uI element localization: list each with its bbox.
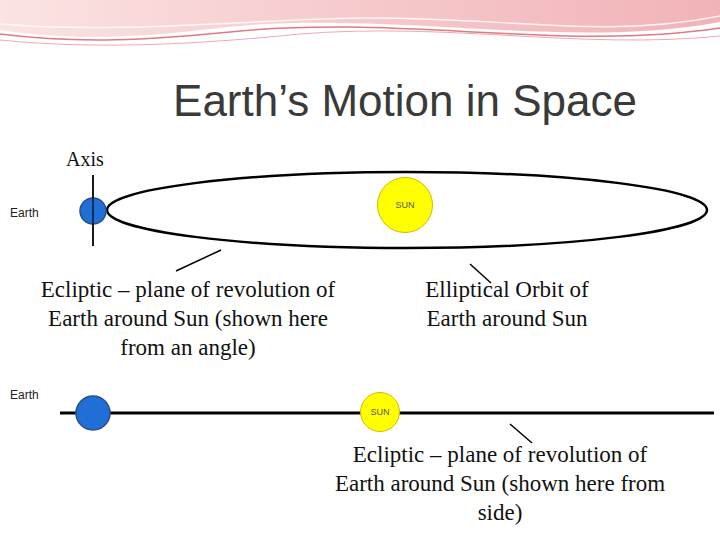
sun-label: SUN: [370, 407, 389, 417]
leader-line: [176, 250, 221, 271]
axis-line: [92, 175, 93, 246]
orbit-ellipse: [107, 172, 707, 248]
orbit-note: Elliptical Orbit of Earth around Sun: [414, 276, 600, 334]
earth-label: Earth: [10, 206, 39, 220]
header-wave: [0, 31, 720, 45]
ecliptic-note: Ecliptic – plane of revolution of Earth …: [332, 441, 668, 527]
earth-label: Earth: [10, 388, 39, 402]
leader-line: [510, 424, 532, 443]
header-wave: [0, 27, 720, 40]
header-wave: [0, 16, 720, 28]
ecliptic-note: Ecliptic – plane of revolution of Earth …: [40, 276, 336, 362]
sun-circle: SUN: [360, 392, 400, 432]
slide-title: Earth’s Motion in Space: [100, 76, 710, 126]
axis-label: Axis: [66, 147, 104, 172]
sun-label: SUN: [395, 200, 414, 210]
sun-circle: SUN: [377, 177, 433, 233]
earth-circle: [76, 396, 110, 430]
axis-line: [92, 175, 94, 246]
